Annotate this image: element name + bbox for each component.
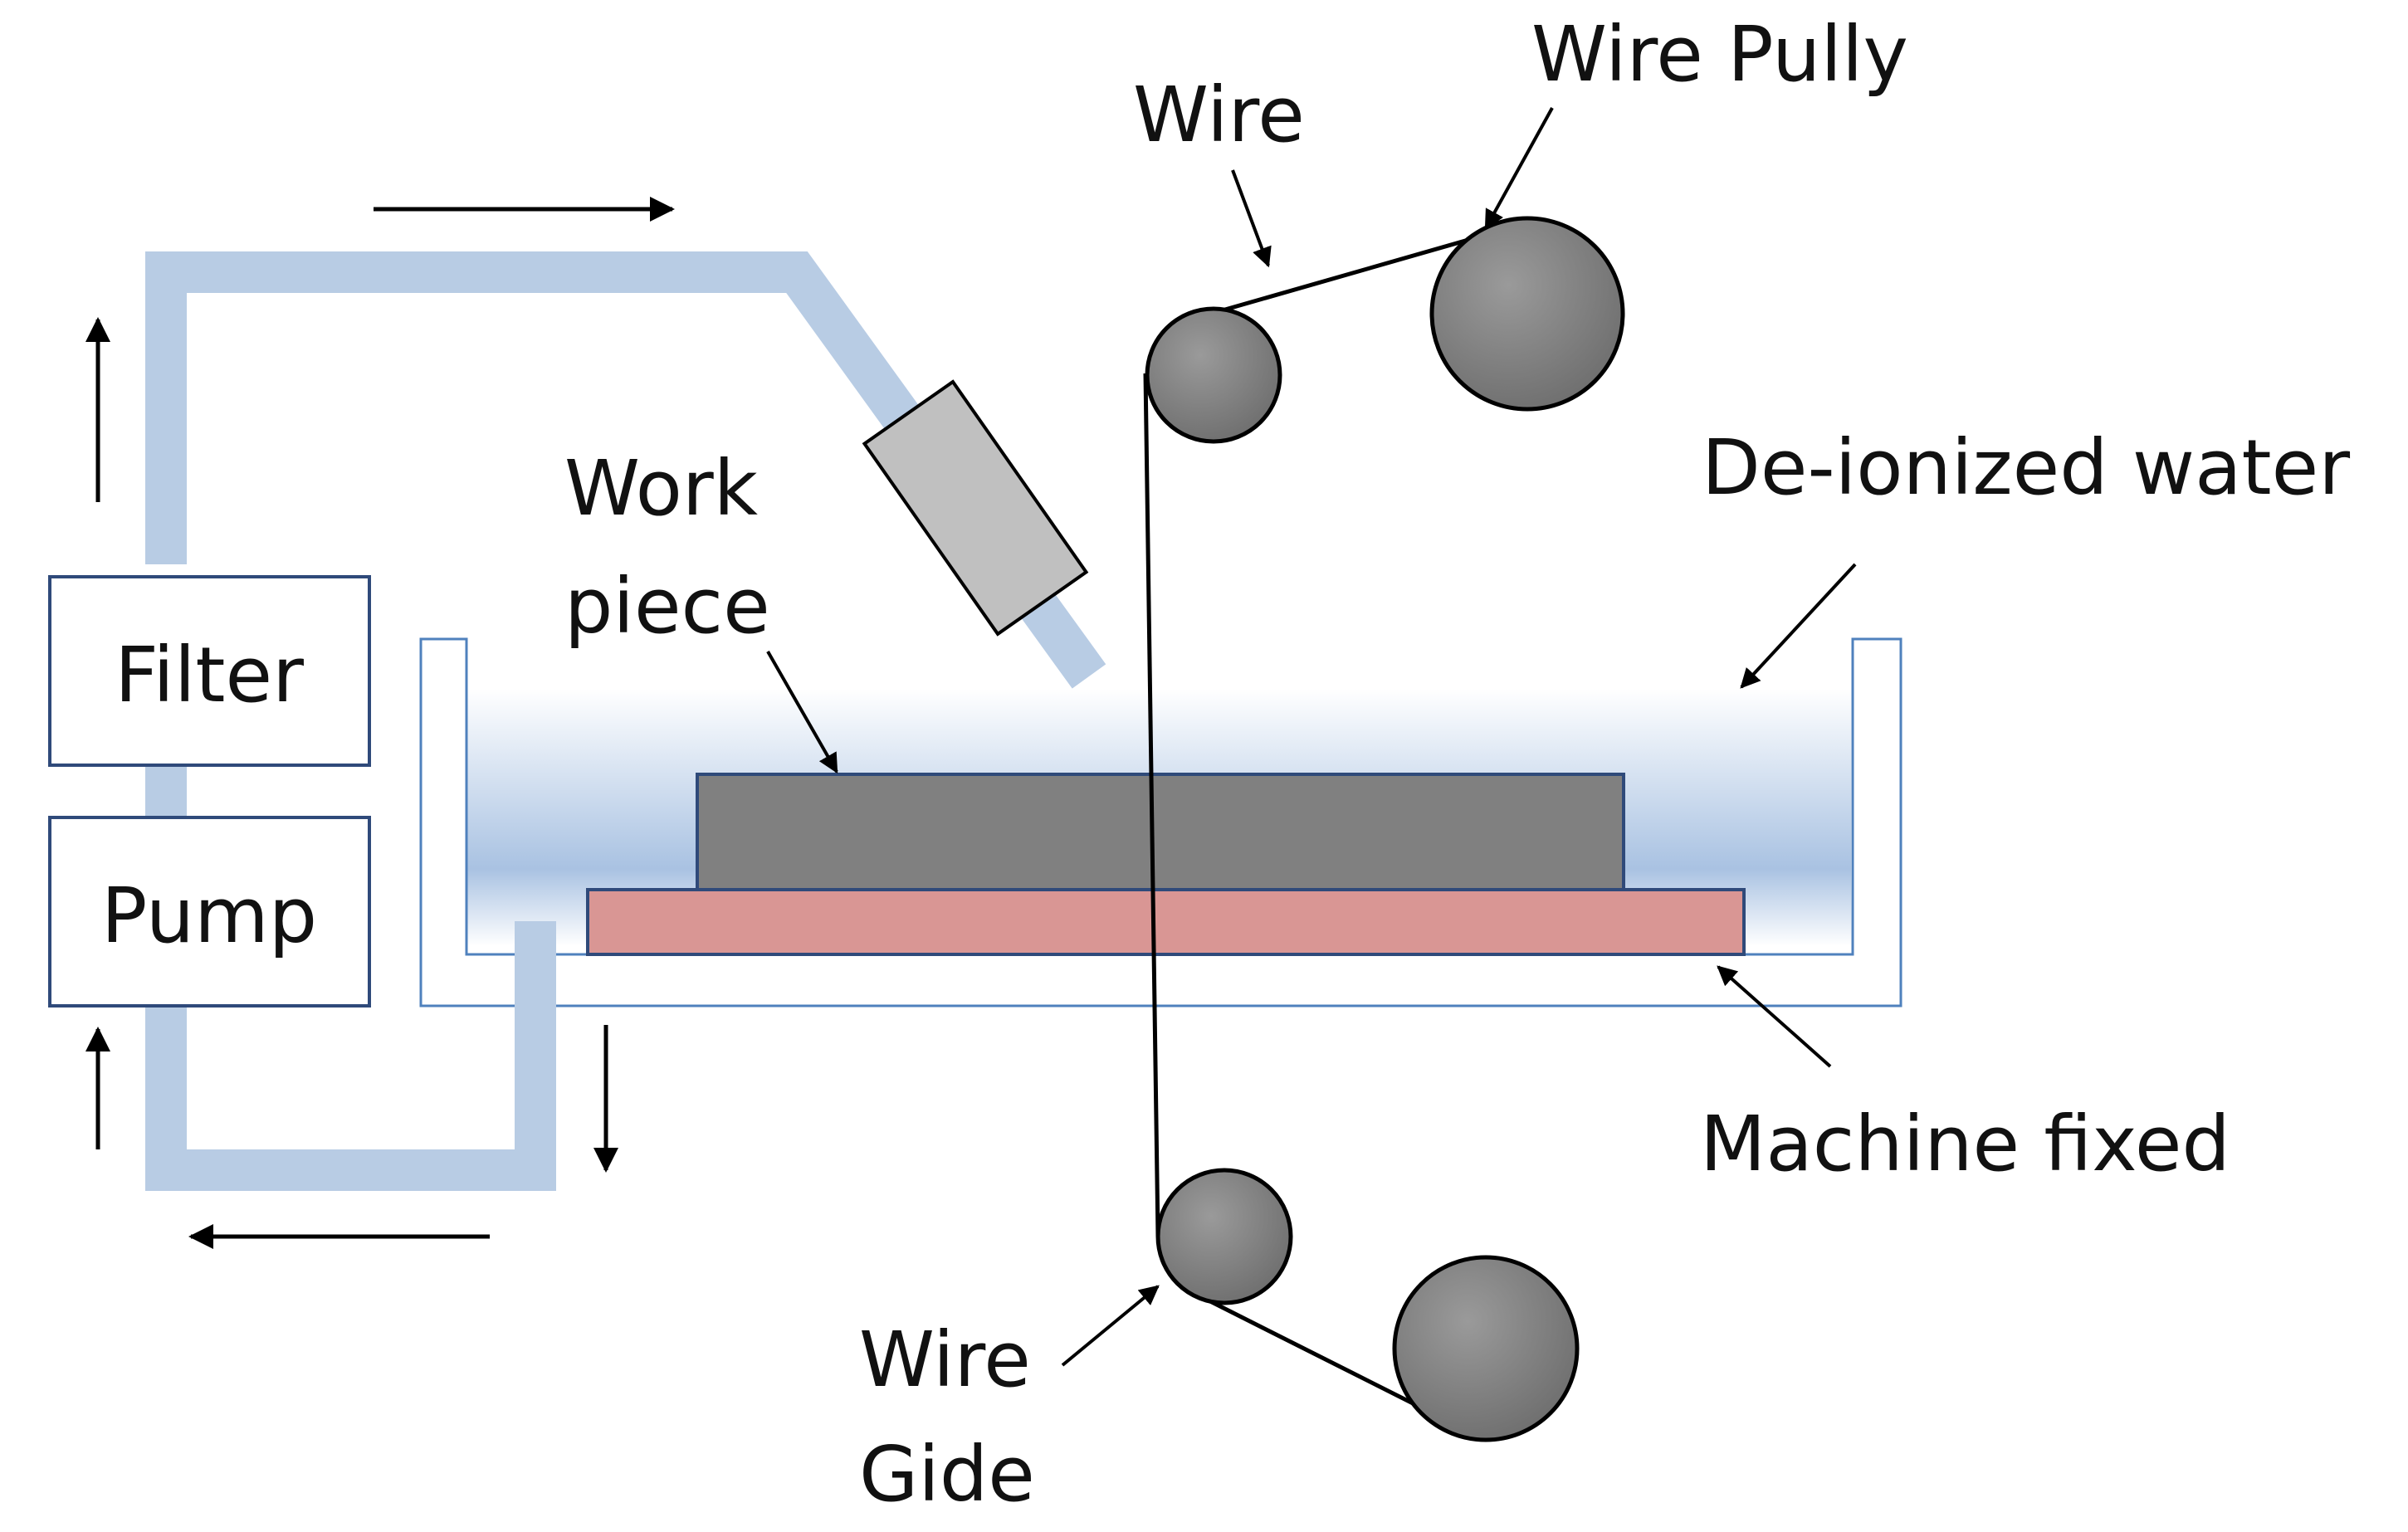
pulley-icon	[1429, 216, 1625, 412]
pump-box: Pump	[48, 816, 371, 1008]
work-piece-label-line1: Work	[564, 444, 759, 533]
wire-lower-span	[1204, 1296, 1429, 1413]
wire-upper-span	[1213, 232, 1487, 315]
wire-vertical	[1143, 373, 1160, 1237]
machine-fixed-label: Machine fixed	[1700, 1100, 2230, 1188]
pulleys	[1145, 216, 1625, 1442]
pulley-icon	[1155, 1168, 1293, 1305]
filter-label: Filter	[115, 631, 304, 720]
pump-label: Pump	[101, 871, 317, 960]
work-piece-pointer	[766, 651, 838, 774]
machine-fixture	[586, 888, 1746, 956]
pulley-icon	[1145, 306, 1282, 444]
filter-box: Filter	[48, 575, 371, 767]
wire-label: Wire	[1133, 71, 1305, 159]
deionized-water-label: De-ionized water	[1702, 423, 2350, 512]
wire-gide-label-line1: Wire	[859, 1315, 1031, 1404]
wire-pully-pointer	[1484, 107, 1554, 231]
tank-walls	[419, 637, 1902, 1008]
deionized-water-pointer	[1740, 563, 1857, 689]
wire	[1143, 232, 1487, 1413]
wire-pully-label: Wire Pully	[1531, 10, 1908, 99]
wire-gide-pointer	[1061, 1285, 1160, 1367]
pulley-icon	[1392, 1255, 1580, 1442]
wire-pointer	[1231, 169, 1272, 268]
wire-gide-label-line2: Gide	[859, 1430, 1035, 1519]
return-pipe	[145, 921, 556, 1191]
nozzle-icon	[862, 379, 1089, 637]
label-pointers	[766, 107, 1857, 1367]
work-piece-label-line2: piece	[564, 562, 770, 651]
machine-fixed-pointer	[1717, 965, 1832, 1068]
flow-arrows	[85, 197, 675, 1249]
work-piece	[696, 773, 1625, 891]
